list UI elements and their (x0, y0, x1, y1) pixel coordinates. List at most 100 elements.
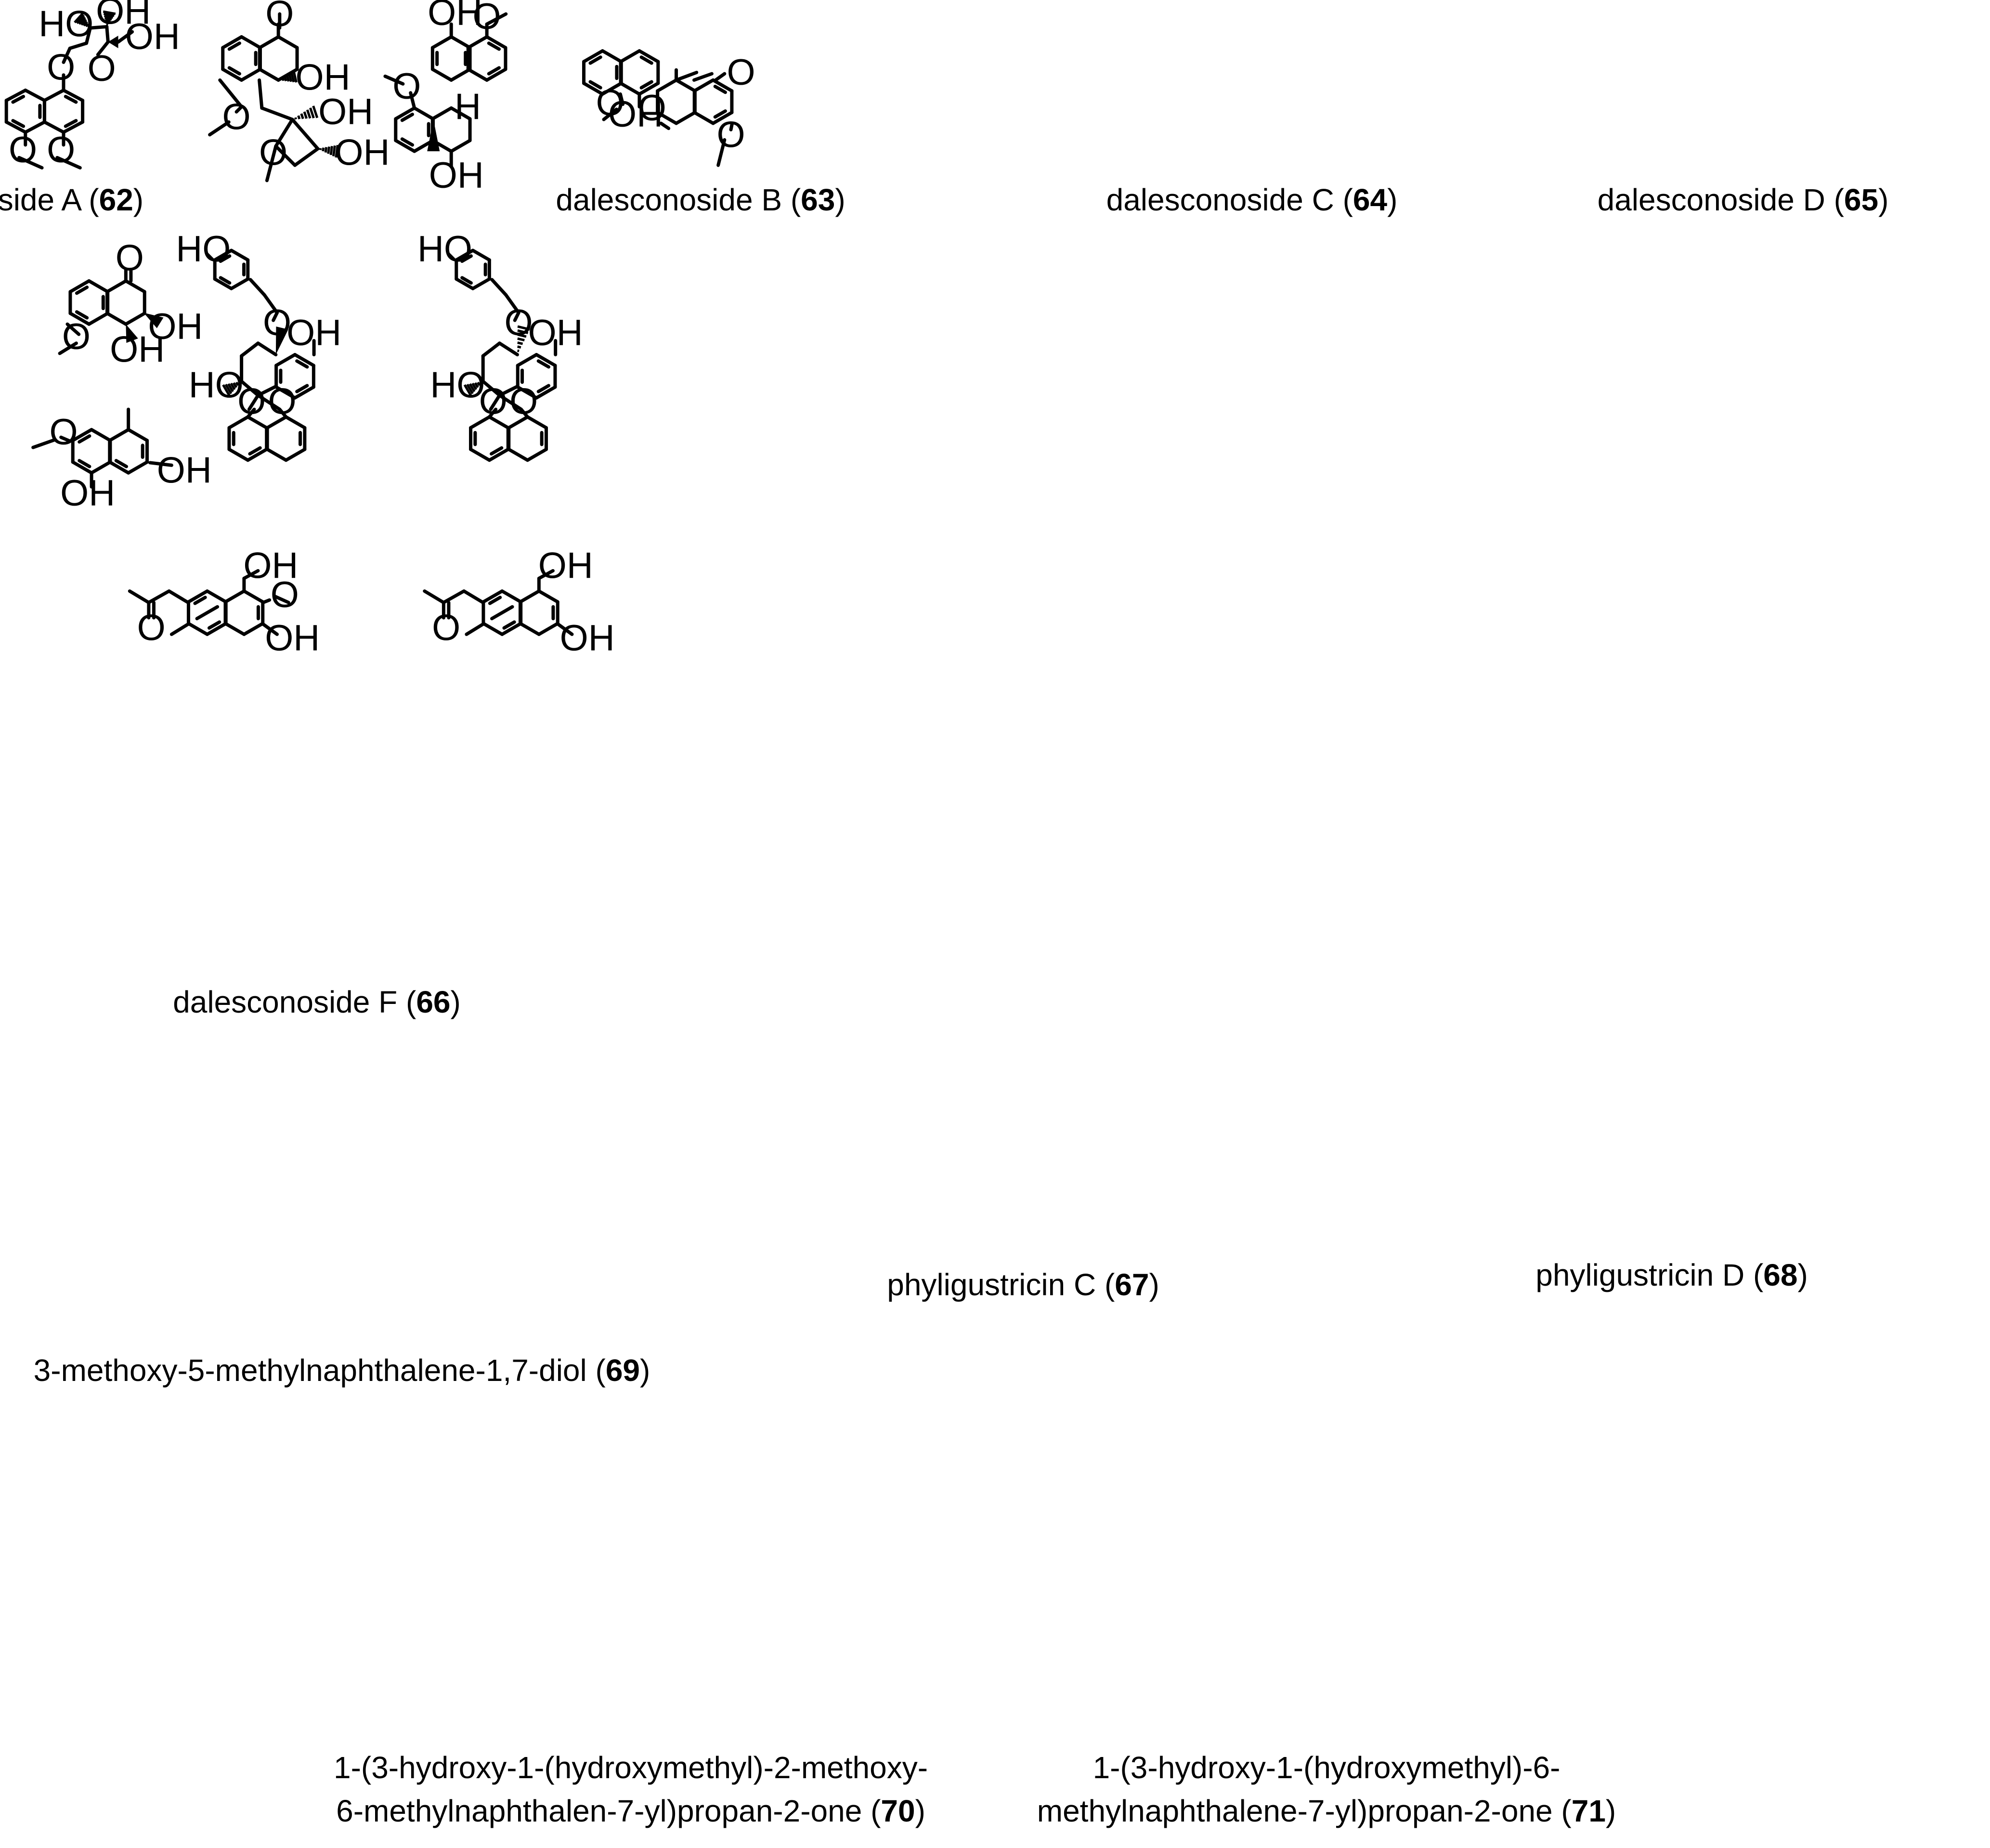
atom-label: OH (286, 312, 341, 353)
atom-label: OH (110, 329, 165, 370)
compound-number: 69 (606, 1353, 640, 1388)
bond (276, 35, 299, 50)
bond (169, 622, 190, 636)
bond (242, 622, 265, 636)
compound-name: ) (1606, 1794, 1616, 1828)
bond (487, 415, 510, 429)
compound-name: 1-(3-hydroxy-1-(hydroxymethyl)-2-methoxy… (334, 1750, 928, 1785)
atom-label: OH (125, 16, 180, 57)
bond (274, 353, 297, 367)
compound-number: 67 (1115, 1267, 1149, 1302)
bond (68, 279, 91, 294)
compound-name: ) (451, 985, 461, 1019)
bond (261, 622, 279, 636)
bond (229, 248, 250, 262)
bond (17, 156, 44, 169)
hashed-bond (306, 109, 312, 119)
bond (284, 415, 307, 429)
bond (400, 137, 415, 147)
bond (240, 379, 260, 397)
bond (487, 447, 510, 462)
hashed-bond (235, 381, 239, 386)
bond (256, 393, 282, 411)
bond (489, 393, 502, 411)
bond (536, 359, 550, 369)
bond (208, 120, 231, 137)
hashed-bond (294, 117, 297, 120)
bond (207, 620, 221, 630)
bond (219, 254, 232, 263)
bond (537, 622, 559, 636)
atom-label: HO (176, 229, 231, 270)
bond (462, 589, 485, 604)
bond (394, 139, 416, 153)
atom-label: O (116, 237, 144, 278)
bond (513, 311, 520, 322)
bond (481, 341, 502, 358)
bond (64, 94, 78, 104)
bond (273, 594, 290, 604)
bond (31, 438, 57, 449)
bond (213, 277, 233, 290)
bond (75, 310, 89, 320)
atom-label: O (638, 88, 666, 129)
bond (293, 385, 315, 400)
bond (234, 105, 244, 114)
atom-label: O (263, 302, 291, 343)
bond (656, 78, 678, 93)
bond (409, 91, 416, 110)
bond (602, 107, 618, 121)
bond (656, 111, 678, 125)
compound-name: 1-(3-hydroxy-1-(hydroxymethyl)-6- (1093, 1750, 1561, 1785)
bond (430, 106, 453, 121)
hashed-bond (303, 111, 308, 119)
bond (68, 41, 89, 50)
bond (229, 277, 250, 290)
bond (618, 92, 625, 106)
bond (195, 605, 220, 621)
bond (729, 121, 734, 131)
bond (619, 81, 641, 96)
bond (582, 49, 604, 64)
bond (205, 589, 228, 604)
bond (487, 66, 501, 76)
bond (430, 35, 453, 50)
atom-label: OH (60, 473, 115, 514)
hashed-bond (309, 107, 315, 118)
bond (148, 461, 173, 467)
bond (692, 72, 714, 82)
bond (24, 88, 46, 103)
atom-label: O (473, 0, 501, 37)
wedge-bond (143, 312, 164, 328)
hashed-bond (237, 381, 241, 384)
bond (295, 384, 309, 393)
bond (78, 459, 91, 469)
bond (265, 415, 288, 429)
hashed-bond (230, 382, 236, 390)
atom-label: H (455, 86, 481, 127)
hashed-bond (103, 10, 116, 15)
compound-name: ) (835, 182, 845, 217)
bond (471, 248, 491, 262)
hashed-bond (517, 345, 521, 349)
bond (147, 589, 171, 604)
bond (466, 35, 489, 50)
hashed-bond (300, 113, 304, 119)
bond (469, 415, 491, 429)
hashed-bond (286, 74, 290, 82)
bond (714, 72, 727, 82)
bond (108, 460, 130, 475)
bond (537, 589, 559, 604)
bond (460, 276, 473, 285)
hashed-bond (290, 71, 295, 82)
atom-label: OH (243, 545, 298, 586)
bond (62, 46, 72, 64)
bond (218, 78, 244, 109)
bond (90, 460, 112, 475)
bond (498, 385, 519, 397)
